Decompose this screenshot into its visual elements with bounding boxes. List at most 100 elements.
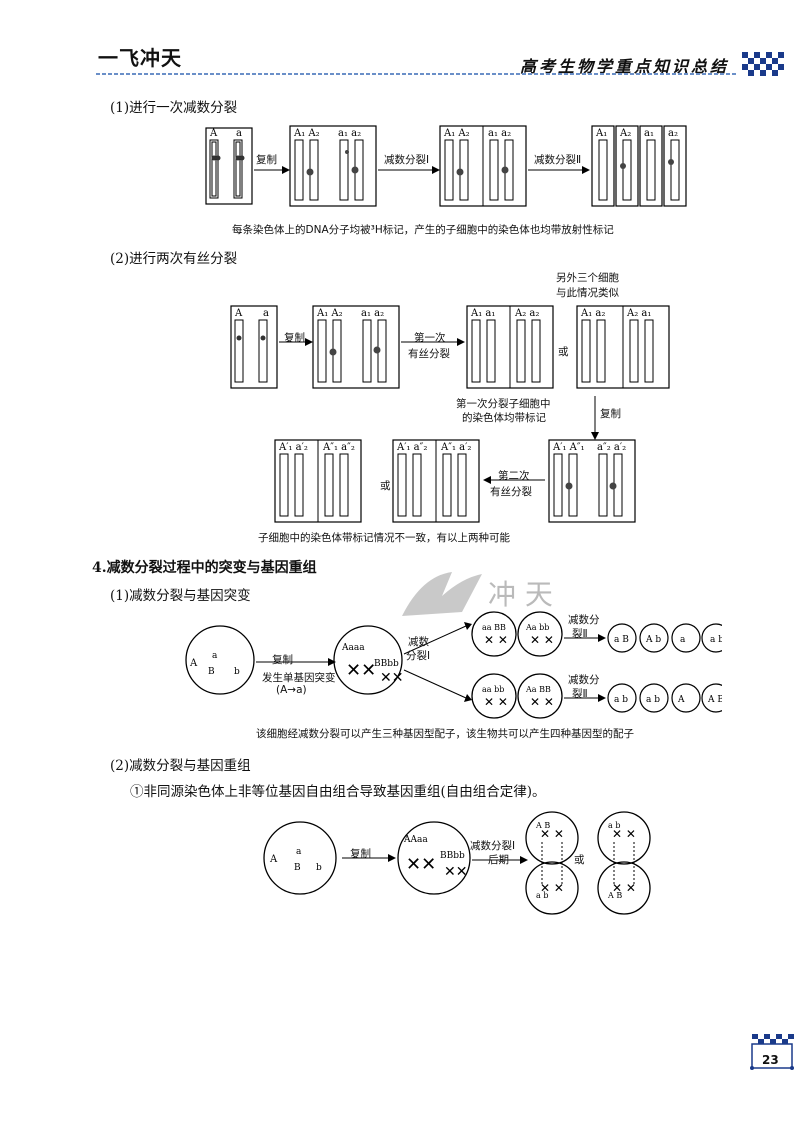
svg-text:A₂: A₂ [619,128,631,139]
svg-text:a: a [263,308,269,319]
svg-text:A₁ A₂: A₁ A₂ [443,128,470,139]
svg-text:A B: A B [535,821,550,830]
svg-text:BBbb: BBbb [440,851,465,861]
or-label-1: 或 [558,346,569,358]
svg-text:a B: a B [614,635,629,645]
meiosis2b-label-line1: 减数分 [568,674,600,686]
svg-text:a: a [296,847,302,857]
svg-text:a: a [680,635,686,645]
arrow-label-copy-4: 复制 [272,654,293,666]
svg-text:✕✕: ✕✕ [406,854,436,875]
meiosis2a-label-line1: 减数分 [568,614,600,626]
svg-text:a₁ a₂: a₁ a₂ [488,128,511,139]
brand-logo: 一飞冲天 [98,46,182,70]
watermark-logo: 冲 天 [402,572,553,616]
arrow-label-meiosis-1: 减数分裂Ⅰ [384,154,430,166]
arrow-label-second-mitosis-2: 有丝分裂 [490,486,532,498]
svg-text:B: B [208,667,215,677]
svg-text:A B: A B [607,891,622,900]
header-rule [96,73,736,75]
late-phase-label-line1: 减数分裂Ⅰ [470,840,516,852]
svg-text:a b: a b [608,821,620,830]
mid-note-line2: 的染色体均带标记 [462,412,546,424]
svg-text:A: A [234,308,243,319]
svg-text:aa BB: aa BB [482,623,506,632]
svg-text:a: a [236,128,242,139]
meiosis2b-label-line2: 裂Ⅱ [572,688,588,700]
svg-text:a: a [212,651,218,661]
meiosis1-label-line1: 减数 [408,636,429,648]
arrow-label-copy-5: 复制 [350,848,371,860]
svg-text:A′₁ a″₂: A′₁ a″₂ [396,442,427,453]
svg-text:A″₁ a″₂: A″₁ a″₂ [322,442,355,453]
late-phase-label-line2: 后期 [488,854,509,866]
checker-decoration [740,50,786,76]
arrow-label-copy-3: 复制 [600,408,621,420]
svg-text:✕ ✕: ✕ ✕ [540,881,564,895]
svg-text:A: A [677,695,685,705]
meiosis1-label-line2: 分裂Ⅰ [406,650,431,662]
svg-text:冲 天: 冲 天 [488,578,553,611]
section-2-caption: 子细胞中的染色体带标记情况不一致，有以上两种可能 [258,532,510,544]
meiosis2a-label-line2: 裂Ⅱ [572,628,588,640]
mutation-note-line2: (A→a) [276,684,307,696]
section-4-heading: 4.减数分裂过程中的突变与基因重组 [92,560,317,576]
or-label-2: 或 [380,480,391,492]
section-4-sub1: (1)减数分裂与基因突变 [110,588,251,604]
section-1-heading: (1)进行一次减数分裂 [110,100,238,116]
svg-text:a b: a b [536,891,548,900]
page-number-badge [750,1034,794,1070]
or-label-3: 或 [574,854,585,866]
svg-text:A₂ a₂: A₂ a₂ [514,308,539,319]
page-number: 23 [762,1053,779,1067]
svg-text:Aa bb: Aa bb [525,623,549,632]
svg-text:A: A [269,854,278,865]
arrow-label-first-mitosis-1: 第一次 [414,332,446,344]
svg-text:AAaa: AAaa [403,835,428,845]
svg-text:✕✕: ✕✕ [444,864,467,880]
page-header-title: 高考生物学重点知识总结 [520,57,730,76]
svg-text:✕ ✕: ✕ ✕ [612,881,636,895]
svg-text:✕ ✕: ✕ ✕ [530,633,554,647]
svg-text:A: A [209,128,218,139]
svg-text:A₁ a₂: A₁ a₂ [580,308,605,319]
svg-text:B: B [294,863,301,873]
svg-text:✕ ✕: ✕ ✕ [540,827,564,841]
svg-text:A b: A b [645,635,661,645]
svg-text:b: b [316,863,322,873]
arrow-label-meiosis-2: 减数分裂Ⅱ [534,154,582,166]
mid-note-line1: 第一次分裂子细胞中 [456,398,551,410]
svg-text:BBbb: BBbb [374,659,399,669]
note-top-line1: 另外三个细胞 [556,272,619,284]
svg-text:A′₁ A″₁: A′₁ A″₁ [552,442,585,453]
section-2-heading: (2)进行两次有丝分裂 [110,251,238,267]
arrow-label-first-mitosis-2: 有丝分裂 [408,348,450,360]
svg-text:a b: a b [614,695,628,705]
svg-text:A₁ a₁: A₁ a₁ [470,308,495,319]
svg-text:A₁: A₁ [595,128,607,139]
svg-text:A′₁ a′₂: A′₁ a′₂ [278,442,308,453]
svg-text:A B: A B [707,695,722,705]
note-top-line2: 与此情况类似 [556,287,619,299]
svg-text:aa bb: aa bb [482,685,504,694]
svg-text:a₁ a₂: a₁ a₂ [361,308,384,319]
svg-text:Aaaa: Aaaa [341,643,365,653]
section-4-sub2: (2)减数分裂与基因重组 [110,758,251,774]
svg-text:✕ ✕: ✕ ✕ [484,695,508,709]
svg-text:A: A [189,658,198,669]
section-1-caption: 每条染色体上的DNA分子均被³H标记，产生的子细胞中的染色体也均带放射性标记 [232,224,614,236]
svg-text:✕ ✕: ✕ ✕ [530,695,554,709]
svg-text:✕✕: ✕✕ [380,670,403,686]
svg-text:a″₂ a′₂: a″₂ a′₂ [597,442,626,453]
svg-text:A₂ a₁: A₂ a₁ [626,308,651,319]
svg-text:Aa BB: Aa BB [525,685,551,694]
svg-text:✕ ✕: ✕ ✕ [484,633,508,647]
arrow-label-second-mitosis-1: 第二次 [498,470,530,482]
arrow-label-copy-2: 复制 [284,332,305,344]
svg-text:a b: a b [646,695,660,705]
svg-text:A₁ A₂: A₁ A₂ [293,128,320,139]
